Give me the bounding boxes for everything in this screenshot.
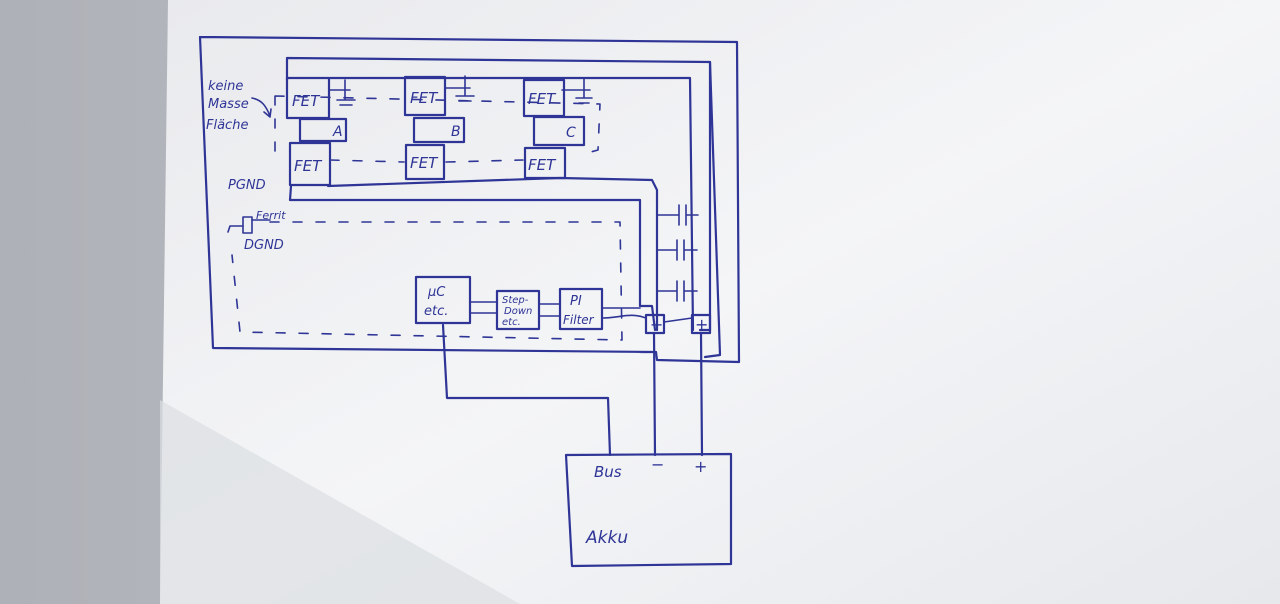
plus-line <box>699 331 704 457</box>
inner-frame-right <box>703 60 722 359</box>
ferrit-label: Ferrit <box>256 209 286 222</box>
pgnd-bottom-rail <box>326 176 659 332</box>
capacitor-2 <box>656 239 698 261</box>
phase-b-label: B <box>451 124 461 140</box>
capacitor-3 <box>656 280 698 302</box>
fet-a-high-label: FET <box>292 92 321 110</box>
fet-c-high-label: FET <box>528 90 557 108</box>
paper-sheet <box>160 0 1280 604</box>
pi-filter-box: PI Filter <box>558 287 604 331</box>
mcu-label-line2: etc. <box>424 304 448 319</box>
capacitor-1 <box>656 204 699 226</box>
ferrite-bead <box>227 216 271 234</box>
battery-bus-label: Bus <box>594 463 622 481</box>
phase-c-label: C <box>566 125 576 141</box>
fet-c-top-link <box>561 77 593 104</box>
battery-plus-label: + <box>694 457 707 476</box>
paper-shade <box>160 400 520 604</box>
positive-rail-inner <box>328 76 695 332</box>
fet-b-high-label: FET <box>410 89 439 107</box>
fet-a-low-label: FET <box>294 157 323 175</box>
fet-b-top-link <box>444 75 475 102</box>
fet-b-low: FET <box>404 143 446 181</box>
phase-b-box: B <box>412 116 466 144</box>
dgnd-dashed-region <box>231 221 623 341</box>
pi-filter-label-line1: PI <box>570 294 582 309</box>
battery-minus-label: − <box>651 455 664 474</box>
no-ground-plane-note: keine Masse Fläche <box>206 79 272 133</box>
minus-line <box>652 331 657 457</box>
phase-c-box: C <box>532 115 586 147</box>
stepdown-label-line2: Down <box>504 306 532 317</box>
plus-terminal: + <box>690 313 712 335</box>
note-line1: keine <box>208 79 243 94</box>
phase-a-box: A <box>298 117 348 143</box>
fet-a-low: FET <box>288 141 332 187</box>
phase-a-label: A <box>332 124 343 140</box>
battery-akku-label: Akku <box>585 528 628 548</box>
minus-terminal-label: − <box>650 315 663 334</box>
fet-c-low-label: FET <box>528 156 557 174</box>
pgnd-return <box>288 184 657 332</box>
stepdown-label-line3: etc. <box>502 317 521 328</box>
note-line3: Fläche <box>206 118 248 133</box>
mcu-stepdown-link <box>469 301 561 317</box>
fet-b-high: FET <box>403 75 447 117</box>
positive-rail-loop <box>285 56 712 332</box>
stepdown-box: Step- Down etc. <box>495 289 541 331</box>
bus-line <box>441 323 612 457</box>
mcu-label-line1: µC <box>427 285 446 300</box>
mcu-box: µC etc. <box>414 275 472 325</box>
dgnd-label: DGND <box>244 238 284 253</box>
pi-to-terminals <box>601 307 693 323</box>
stepdown-label-line1: Step- <box>502 295 529 306</box>
note-line2: Masse <box>208 97 249 112</box>
pi-filter-label-line2: Filter <box>563 313 595 327</box>
battery-box: Bus − + Akku <box>564 452 733 568</box>
plus-terminal-label: + <box>695 315 708 334</box>
fet-a-top-link <box>329 79 356 106</box>
pgnd-label: PGND <box>228 178 266 193</box>
fet-dashed-region <box>274 95 601 163</box>
fet-b-low-label: FET <box>410 154 439 172</box>
